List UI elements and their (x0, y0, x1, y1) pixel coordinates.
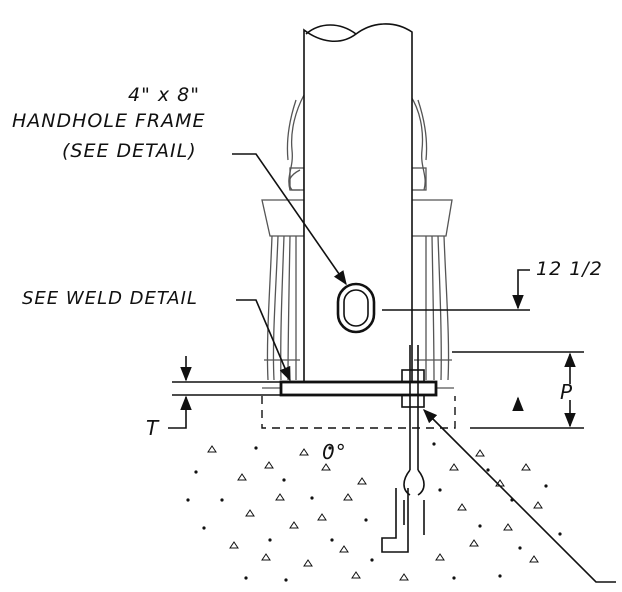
see-weld-detail-label: SEE WELD DETAIL (22, 288, 198, 309)
concrete-dots (186, 442, 562, 582)
handhole-frame (336, 282, 376, 334)
left-bolt-cluster (261, 94, 305, 389)
see-detail-label: (SEE DETAIL) (62, 140, 197, 162)
dim-t (168, 356, 281, 429)
base-plate (279, 380, 438, 397)
right-bolt-cluster (409, 94, 454, 389)
dim-t-label: T (146, 416, 160, 440)
weld-leader (236, 299, 291, 382)
pole-shaft (303, 23, 413, 382)
dim-p-label: P (560, 380, 574, 404)
handhole-size-label: 4" x 8" (128, 84, 200, 106)
handhole-frame-label: HANDHOLE FRAME (12, 110, 206, 132)
handhole-leader (232, 153, 347, 286)
bolt-leader (422, 408, 616, 583)
concrete-aggregate (207, 445, 543, 581)
height-value-label: 12 1/2 (536, 258, 603, 280)
dim-12-half (382, 269, 530, 311)
angle-label: 0° (322, 440, 347, 464)
dim-p (452, 351, 584, 429)
hook-bar (381, 488, 409, 553)
foundation-outline (261, 396, 456, 429)
